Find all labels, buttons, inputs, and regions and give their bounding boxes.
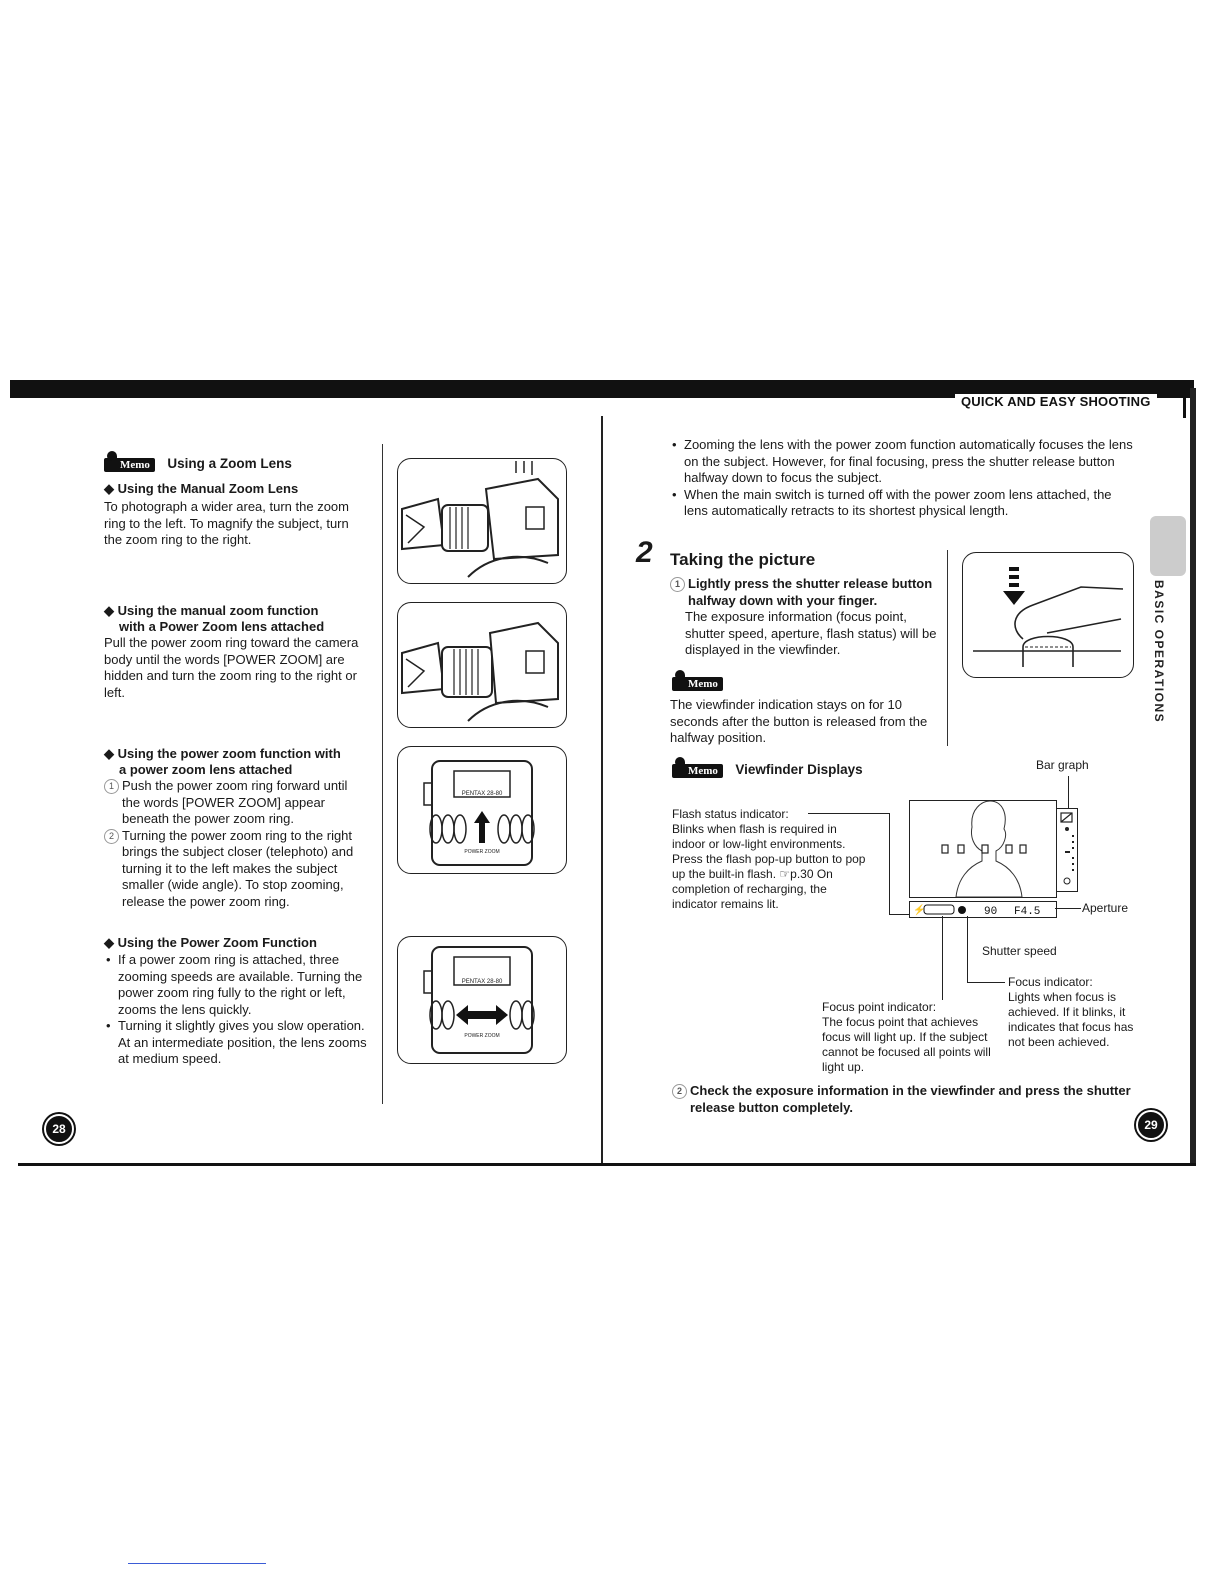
svg-text:POWER ZOOM: POWER ZOOM bbox=[464, 849, 499, 855]
sub-step-2-body: Check the exposure information in the vi… bbox=[690, 1083, 1131, 1115]
flash-leader-h2 bbox=[889, 914, 911, 915]
sub-step-number-1: 1 bbox=[670, 577, 685, 592]
note-bullet-1: Zooming the lens with the power zoom fun… bbox=[670, 437, 1135, 487]
lens-left-right-arrow-icon: PENTAX 28-80 POWER ZOOM bbox=[423, 946, 535, 1054]
flash-indicator-label: Flash status indicator: bbox=[672, 807, 789, 821]
bottom-link-underline bbox=[128, 1563, 266, 1564]
finger-press-shutter-icon bbox=[973, 567, 1124, 667]
sub-step-2: 2 Check the exposure information in the … bbox=[672, 1083, 1132, 1116]
power-function-bullet-2: Turning it slightly gives you slow opera… bbox=[104, 1018, 369, 1068]
shutter-leader bbox=[967, 916, 968, 982]
aperture-leader bbox=[1055, 908, 1081, 909]
zoom-lens-title: Using a Zoom Lens bbox=[167, 456, 292, 471]
viewfinder-frame bbox=[909, 800, 1057, 898]
focus-indicator-label: Focus indicator: bbox=[1008, 975, 1093, 989]
svg-text:⚡: ⚡ bbox=[913, 903, 925, 916]
sub-step-number-2: 2 bbox=[672, 1084, 687, 1099]
lcd-readout: ⚡ 90 F4.5 bbox=[913, 903, 1040, 918]
focus-point-body: The focus point that achieves focus will… bbox=[822, 1015, 991, 1074]
step-number: 2 bbox=[636, 536, 653, 569]
bar-graph-leader bbox=[1068, 776, 1069, 808]
power-attached-heading-1: ◆ Using the power zoom function with bbox=[104, 746, 341, 761]
left-column-divider bbox=[382, 444, 383, 1104]
flash-indicator-body: Blinks when flash is required in indoor … bbox=[672, 822, 866, 911]
power-attached-step-1: 1 Push the power zoom ring forward until… bbox=[104, 778, 369, 828]
zoom-lens-section-title: Memo Using a Zoom Lens bbox=[104, 451, 374, 473]
bar-graph-icon bbox=[1060, 812, 1074, 885]
svg-text:PENTAX 28-80: PENTAX 28-80 bbox=[462, 791, 503, 797]
sub-step-2-text: 2 Check the exposure information in the … bbox=[672, 1083, 1132, 1116]
manual-power-heading-1: ◆ Using the manual zoom function bbox=[104, 603, 319, 618]
svg-text:PENTAX 28-80: PENTAX 28-80 bbox=[462, 979, 503, 985]
lens-forward-arrow-icon: PENTAX 28-80 POWER ZOOM bbox=[423, 760, 535, 866]
section-header: QUICK AND EASY SHOOTING bbox=[955, 394, 1157, 409]
power-zoom-turn-illustration: PENTAX 28-80 POWER ZOOM bbox=[397, 936, 567, 1064]
sub-step-1-body: The exposure information (focus point, s… bbox=[685, 609, 937, 657]
power-function-section: ◆ Using the Power Zoom Function If a pow… bbox=[104, 935, 369, 1068]
step-text-2: Turning the power zoom ring to the right… bbox=[122, 827, 354, 909]
step-number-1: 1 bbox=[104, 779, 119, 794]
focus-point-leader bbox=[942, 916, 943, 1000]
svg-text:F4.5: F4.5 bbox=[1014, 906, 1040, 917]
memo-icon-2: Memo bbox=[672, 670, 723, 692]
focus-point-desc: Focus point indicator: The focus point t… bbox=[822, 1000, 998, 1075]
page-number-left: 28 bbox=[44, 1114, 74, 1144]
camera-hand-power-icon bbox=[401, 621, 559, 722]
viewfinder-title: Viewfinder Displays bbox=[735, 762, 863, 777]
page-number-right: 29 bbox=[1136, 1110, 1166, 1140]
flash-indicator-desc: Flash status indicator: Blinks when flas… bbox=[672, 807, 872, 912]
power-zoom-notes: Zooming the lens with the power zoom fun… bbox=[670, 437, 1135, 520]
power-zoom-forward-illustration: PENTAX 28-80 POWER ZOOM bbox=[397, 746, 567, 874]
svg-text:POWER ZOOM: POWER ZOOM bbox=[464, 1033, 499, 1039]
bar-graph-scale bbox=[1056, 808, 1078, 892]
manual-power-body: Pull the power zoom ring toward the came… bbox=[104, 635, 359, 700]
power-attached-section: ◆ Using the power zoom function with a p… bbox=[104, 746, 369, 910]
basic-tab-marker bbox=[1150, 516, 1186, 576]
manual-zoom-body: To photograph a wider area, turn the zoo… bbox=[104, 499, 349, 547]
viewfinder-title-row: Memo Viewfinder Displays bbox=[672, 757, 863, 779]
right-column-divider bbox=[947, 550, 948, 746]
focus-point-label: Focus point indicator: bbox=[822, 1000, 937, 1014]
power-attached-heading-2: a power zoom lens attached bbox=[119, 762, 293, 777]
flash-leader-h bbox=[808, 813, 890, 814]
svg-text:90: 90 bbox=[984, 906, 997, 917]
manual-zoom-illustration bbox=[397, 458, 567, 584]
power-function-bullet-1: If a power zoom ring is attached, three … bbox=[104, 952, 369, 1018]
memo-icon: Memo bbox=[104, 451, 155, 472]
power-attached-step-2: 2 Turning the power zoom ring to the rig… bbox=[104, 828, 369, 911]
half-press-instructions: 1 Lightly press the shutter release butt… bbox=[670, 576, 940, 659]
sub-step-1-bold: Lightly press the shutter release button… bbox=[688, 576, 933, 608]
page-fold-line bbox=[601, 416, 603, 1166]
shutter-speed-label: Shutter speed bbox=[982, 944, 1057, 958]
memo-icon-3: Memo bbox=[672, 757, 723, 778]
bottom-border-rule bbox=[18, 1163, 1196, 1166]
manual-power-illustration bbox=[397, 602, 567, 728]
aperture-label: Aperture bbox=[1082, 901, 1129, 915]
step-number-2: 2 bbox=[104, 828, 119, 844]
bar-graph-label: Bar graph bbox=[1036, 758, 1089, 772]
focus-indicator-body: Lights when focus is achieved. If it bli… bbox=[1008, 990, 1134, 1049]
side-tab-label: BASIC OPERATIONS bbox=[1152, 580, 1166, 724]
focus-indicator-desc: Focus indicator: Lights when focus is ac… bbox=[1008, 975, 1138, 1050]
right-edge-rule bbox=[1190, 388, 1196, 1163]
top-border-bar bbox=[10, 380, 1194, 398]
viewfinder-lcd-strip: ⚡ 90 F4.5 bbox=[909, 901, 1057, 918]
power-function-heading: ◆ Using the Power Zoom Function bbox=[104, 935, 317, 950]
manual-power-heading-2: with a Power Zoom lens attached bbox=[119, 619, 325, 634]
focus-indicator-leader bbox=[967, 982, 1005, 983]
manual-power-section: ◆ Using the manual zoom function with a … bbox=[104, 603, 369, 701]
header-edge-rule bbox=[1183, 388, 1186, 418]
viewfinder-scene bbox=[941, 800, 1027, 898]
sub-step-1-heading: 1 Lightly press the shutter release butt… bbox=[670, 576, 940, 609]
memo-text: The viewfinder indication stays on for 1… bbox=[670, 697, 928, 745]
note-bullet-2: When the main switch is turned off with … bbox=[670, 487, 1135, 520]
memo-badge: Memo bbox=[672, 670, 723, 691]
manual-zoom-section: ◆ Using the Manual Zoom Lens To photogra… bbox=[104, 481, 369, 549]
step-title: Taking the picture bbox=[670, 550, 816, 569]
step-text-1: Push the power zoom ring forward until t… bbox=[122, 778, 348, 826]
camera-hand-manual-icon bbox=[401, 461, 559, 578]
manual-zoom-heading: ◆ Using the Manual Zoom Lens bbox=[104, 481, 299, 496]
shutter-press-illustration bbox=[962, 552, 1134, 678]
flash-leader-v bbox=[889, 813, 890, 915]
